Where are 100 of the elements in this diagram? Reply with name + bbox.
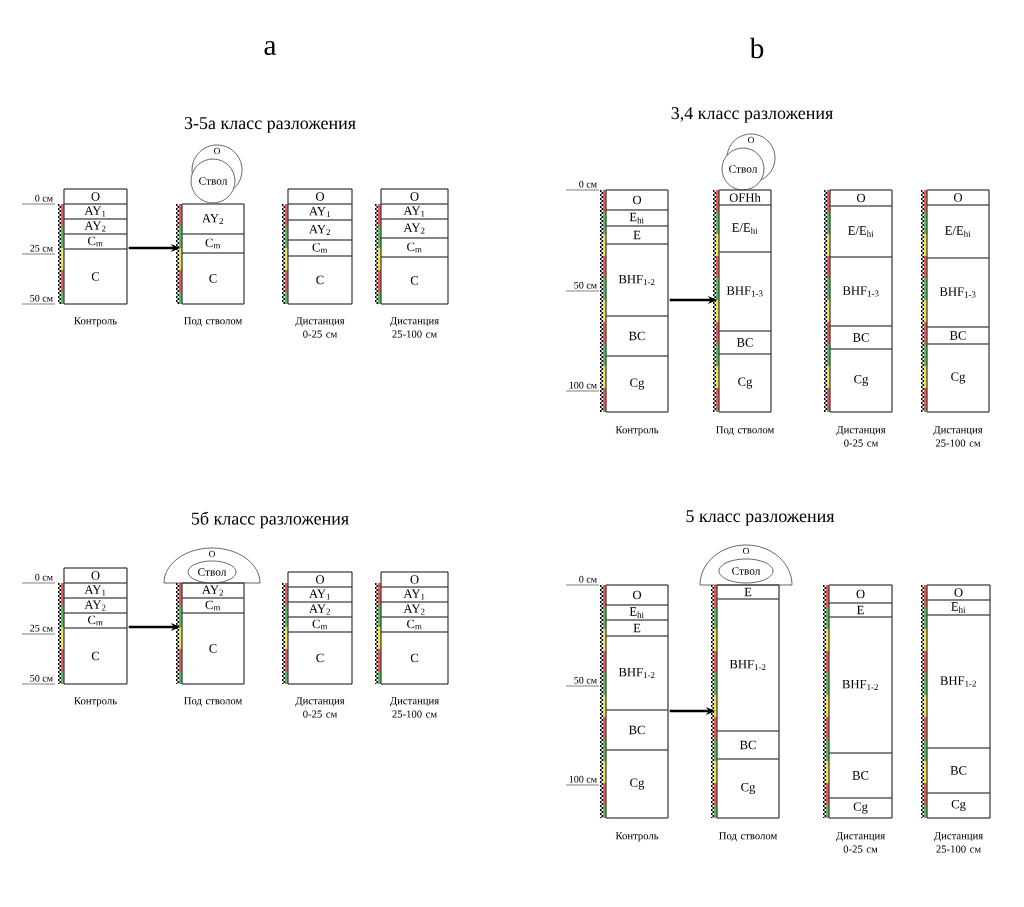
- profile-caption: Под стволом: [184, 317, 242, 327]
- horizon-layer: BC: [926, 326, 990, 345]
- horizon-layer: O: [287, 188, 353, 205]
- horizon-layer: Cg: [718, 353, 772, 413]
- horizon-layer: BC: [829, 325, 893, 350]
- horizon-layer: E/E$_{hi}$: [718, 204, 772, 253]
- trunk-section: Ствол: [187, 560, 237, 584]
- horizon-layer: AY$_{2}$: [181, 203, 245, 235]
- profile-caption: Дистанция 0-25 см: [295, 317, 345, 338]
- trunk-section: Ствол: [718, 558, 774, 584]
- depth-label: 100 см: [569, 775, 597, 783]
- horizon-layer: BHF$_{1-2}$: [926, 614, 991, 749]
- horizon-layer: Cg: [828, 797, 893, 819]
- depth-label: 50 см: [574, 281, 597, 289]
- horizon-layer: C$_{m}$: [380, 237, 449, 258]
- horizon-layer: BHF$_{1-2}$: [605, 635, 669, 711]
- horizon-layer: BC: [716, 730, 780, 760]
- profile-caption: Дистанция 25-100 см: [933, 832, 983, 853]
- trunk-section: Ствол: [721, 147, 765, 191]
- horizon-layer: Cg: [716, 758, 780, 819]
- horizon-layer: BC: [605, 315, 669, 357]
- horizon-layer: AY$_{2}$: [287, 601, 353, 618]
- depth-label: 50 см: [30, 674, 53, 682]
- horizon-layer: E: [605, 619, 669, 637]
- horizon-layer: C$_{m}$: [287, 239, 353, 257]
- depth-label: 25 см: [30, 624, 53, 632]
- horizon-layer: BHF$_{1-3}$: [718, 251, 772, 332]
- horizon-layer: BHF$_{1-2}$: [828, 616, 893, 754]
- horizon-layer: E: [716, 584, 780, 600]
- horizon-layer: C$_{m}$: [181, 597, 245, 614]
- horizon-layer: AY$_{1}$: [63, 582, 128, 599]
- horizon-layer: Cg: [926, 792, 991, 819]
- horizon-layer: O: [287, 571, 353, 588]
- horizon-layer: O: [380, 571, 449, 588]
- horizon-layer: O: [63, 188, 128, 205]
- horizon-layer: BC: [926, 747, 991, 794]
- horizon-layer: AY$_{2}$: [287, 219, 353, 241]
- depth-label: 100 см: [569, 381, 597, 389]
- horizon-layer: E/E$_{hi}$: [829, 205, 893, 258]
- profile-caption: Под стволом: [719, 832, 777, 842]
- horizon-layer: AY$_{1}$: [380, 203, 449, 220]
- horizon-layer: C: [380, 256, 449, 305]
- horizon-layer: Cg: [605, 749, 669, 819]
- horizon-layer: AY$_{1}$: [287, 586, 353, 603]
- horizon-layer: E: [605, 225, 669, 245]
- horizon-layer: BC: [718, 330, 772, 355]
- horizon-layer: O: [926, 189, 990, 206]
- horizon-layer: C: [181, 612, 245, 685]
- horizon-layer: AY$_{2}$: [63, 597, 128, 614]
- profile-caption: Контроль: [74, 697, 117, 707]
- depth-label: 0 см: [35, 573, 53, 581]
- profile-caption: Дистанция 25-100 см: [389, 697, 439, 718]
- horizon-layer: O: [828, 584, 893, 604]
- horizon-layer: C$_{m}$: [287, 616, 353, 633]
- panel-letter: a: [264, 40, 277, 55]
- horizon-layer: AY$_{1}$: [380, 586, 449, 603]
- trunk-section: Ствол: [190, 158, 236, 204]
- panel-title: 3,4 класс разложения: [671, 107, 833, 123]
- horizon-layer: O: [63, 567, 128, 584]
- profile-caption: Дистанция 25-100 см: [389, 317, 439, 338]
- horizon-layer: AY$_{2}$: [63, 218, 128, 235]
- horizon-layer: C: [181, 252, 245, 305]
- horizon-layer: C$_{m}$: [63, 612, 128, 629]
- horizon-layer: O: [605, 189, 669, 211]
- horizon-layer: AY$_{2}$: [181, 582, 245, 599]
- horizon-layer: E$_{hi}$: [605, 604, 669, 621]
- horizon-layer: C$_{m}$: [181, 233, 245, 254]
- horizon-layer: C: [287, 255, 353, 305]
- horizon-layer: C: [63, 248, 128, 305]
- profile-caption: Дистанция 0-25 см: [836, 426, 886, 447]
- horizon-layer: E/E$_{hi}$: [926, 204, 990, 259]
- horizon-layer: AY$_{1}$: [63, 203, 128, 220]
- horizon-layer: Cg: [926, 343, 990, 413]
- depth-label: 25 см: [30, 244, 53, 252]
- horizon-layer: AY$_{2}$: [380, 601, 449, 618]
- horizon-layer: O: [605, 584, 669, 606]
- horizon-layer: Cg: [829, 348, 893, 413]
- panel-title: 5б класс разложения: [191, 511, 349, 529]
- horizon-layer: Cg: [605, 355, 669, 413]
- profile-caption: Контроль: [615, 426, 659, 436]
- horizon-layer: C: [380, 631, 449, 685]
- horizon-layer: E$_{hi}$: [605, 209, 669, 227]
- horizon-layer: C$_{m}$: [380, 616, 449, 633]
- profile-caption: Контроль: [74, 317, 117, 327]
- horizon-layer: BC: [828, 752, 893, 799]
- profile-caption: Дистанция 0-25 см: [295, 697, 345, 718]
- horizon-layer: C: [63, 627, 128, 685]
- profile-caption: Под стволом: [716, 426, 774, 436]
- horizon-layer: BC: [605, 709, 669, 751]
- depth-label: 0 см: [35, 194, 53, 202]
- panel-title: 3-5а класс разложения: [184, 117, 356, 133]
- horizon-layer: BHF$_{1-2}$: [605, 243, 669, 317]
- profile-caption: Дистанция 25-100 см: [933, 426, 983, 447]
- depth-label: 0 см: [579, 575, 597, 583]
- horizon-layer: OFHh: [718, 189, 772, 206]
- horizon-layer: O: [926, 584, 991, 601]
- depth-label: 50 см: [574, 676, 597, 684]
- profile-caption: Под стволом: [184, 697, 242, 707]
- horizon-layer: C: [287, 631, 353, 685]
- horizon-layer: E$_{hi}$: [926, 599, 991, 616]
